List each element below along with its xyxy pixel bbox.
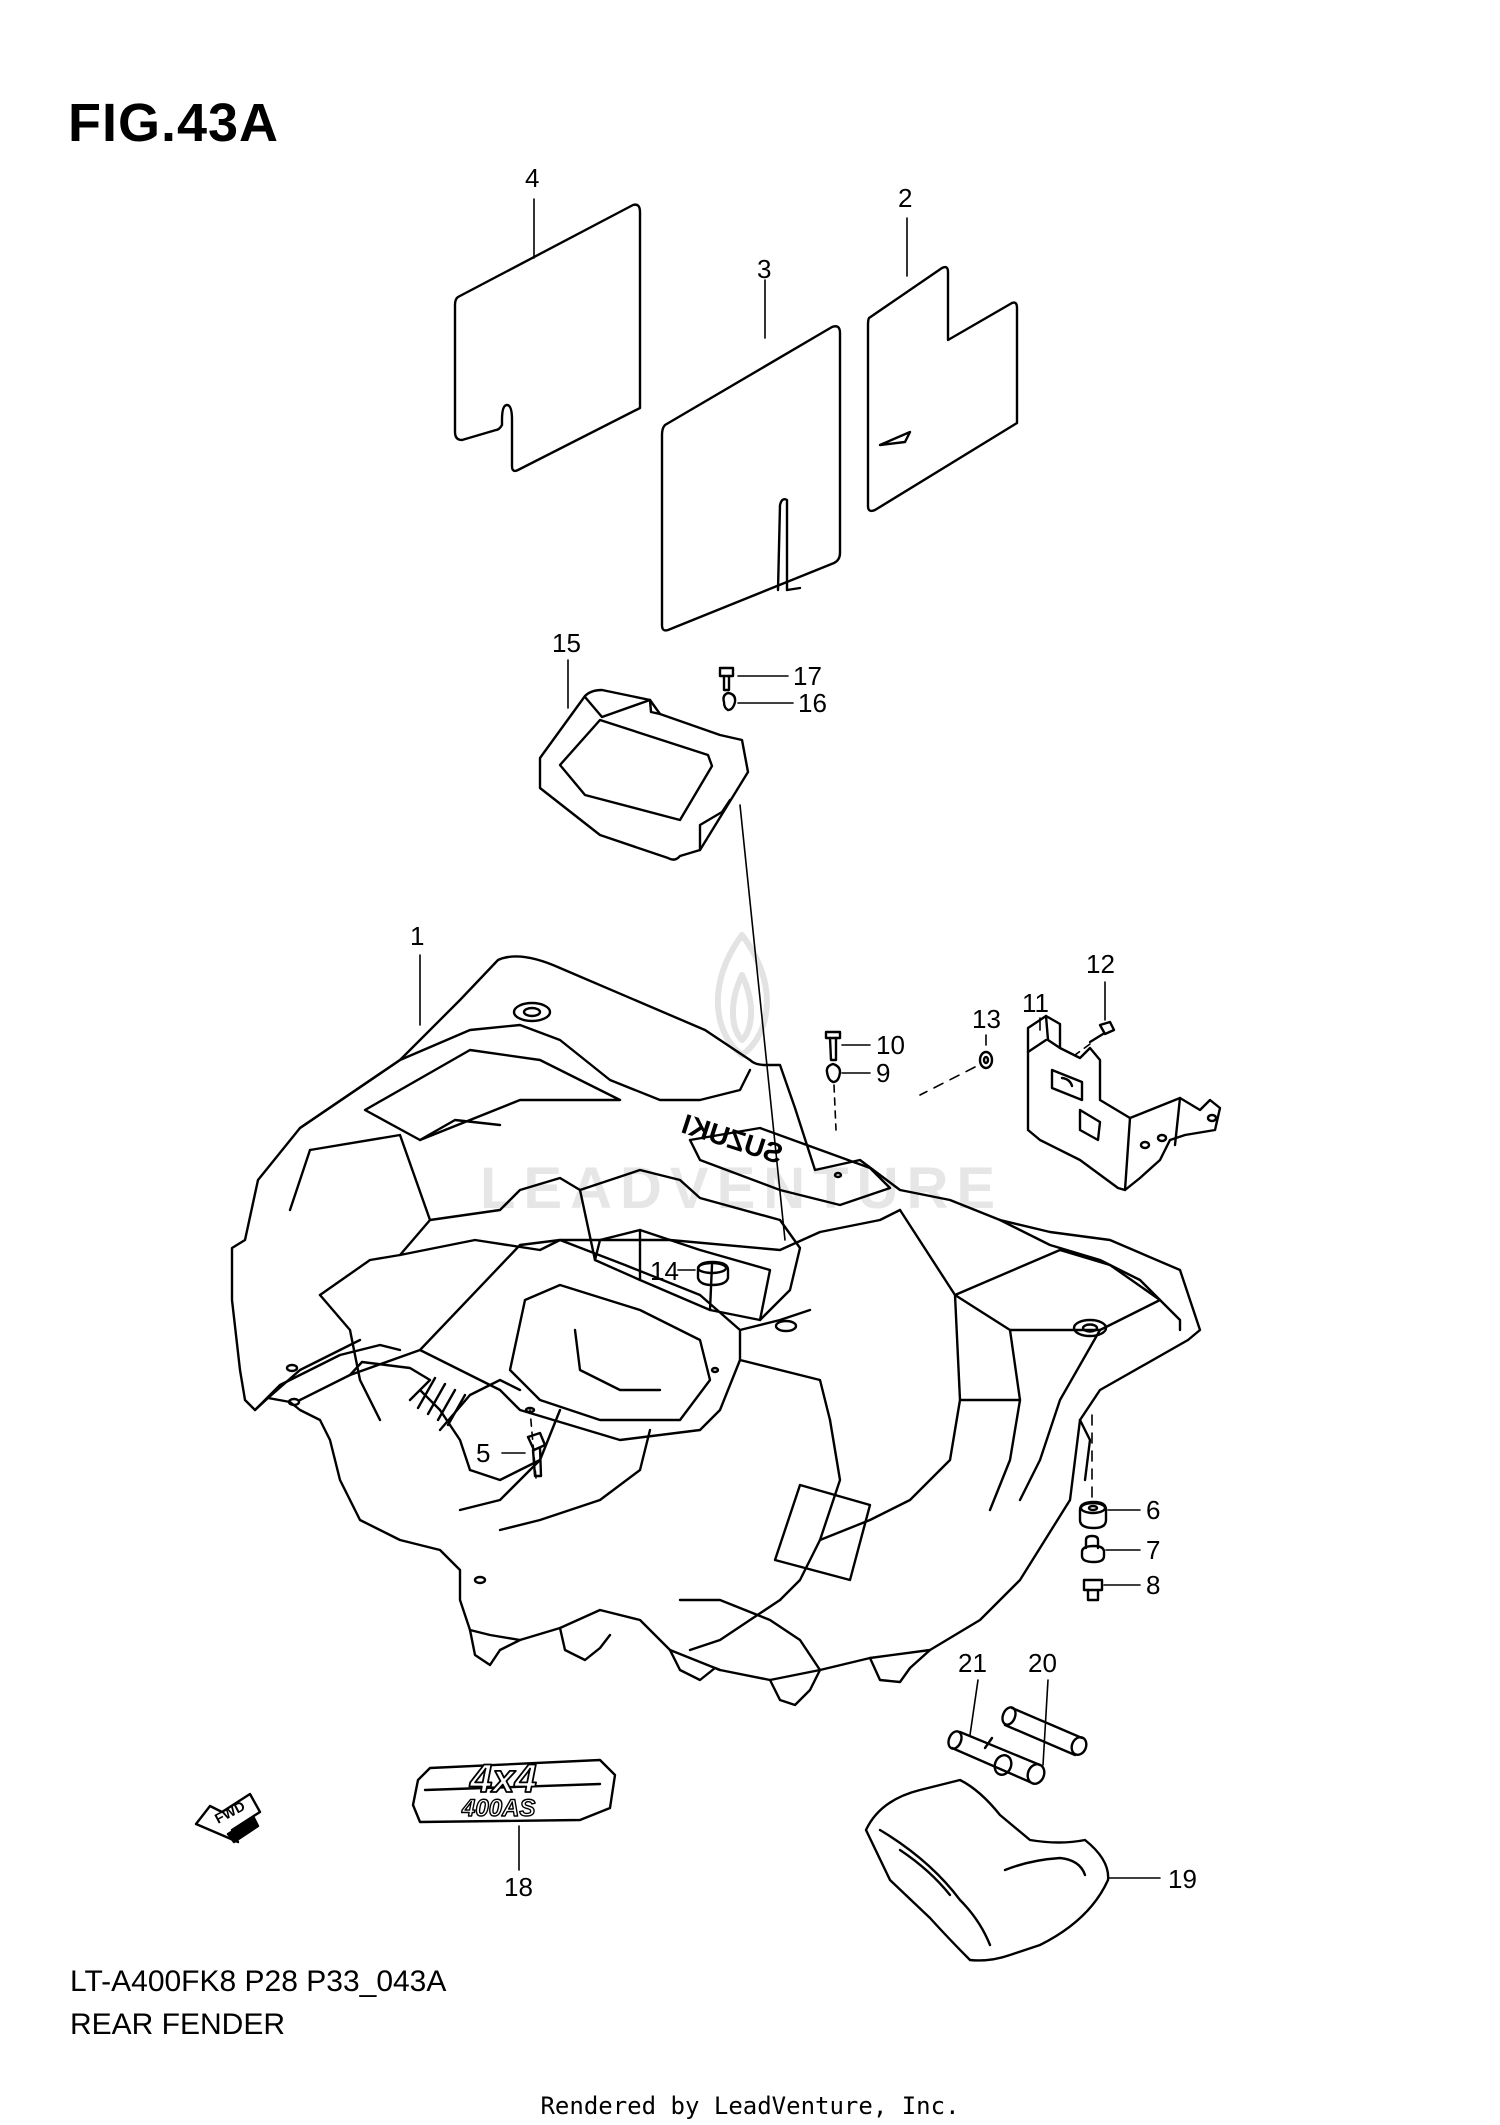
figure-code: LT-A400FK8 P28 P33_043A <box>70 1965 447 1998</box>
decal-18-big-text: 4x4 <box>469 1757 537 1801</box>
callout-12: 12 <box>1086 949 1115 979</box>
part-16-nut[interactable] <box>722 691 737 712</box>
part-6-cushion[interactable] <box>1078 1500 1108 1530</box>
callout-9: 9 <box>876 1058 890 1088</box>
part-8-bolt[interactable] <box>1082 1578 1104 1602</box>
figure-name: REAR FENDER <box>70 2008 286 2041</box>
decal-18-small-text: 400AS <box>461 1795 535 1822</box>
callout-numbers: 1 2 3 4 5 6 7 8 9 10 11 12 13 14 15 16 1… <box>410 163 1197 1902</box>
callout-3: 3 <box>757 254 771 284</box>
callout-5: 5 <box>476 1438 490 1468</box>
part-14-plug[interactable] <box>696 1260 730 1287</box>
callout-14: 14 <box>650 1256 679 1286</box>
part-12-screw[interactable] <box>1088 1020 1116 1044</box>
part-10-screw[interactable] <box>824 1030 842 1062</box>
part-3-sheet[interactable] <box>660 325 842 632</box>
part-20-pipe[interactable] <box>1000 1705 1089 1757</box>
callout-2: 2 <box>898 183 912 213</box>
assembly-line-13 <box>919 1066 976 1096</box>
fender-brand-text: SUZUKI <box>678 1108 787 1170</box>
figure-title: FIG.43A <box>68 93 280 153</box>
callout-15: 15 <box>552 628 581 658</box>
callout-17: 17 <box>793 661 822 691</box>
part-7-collar[interactable] <box>1080 1534 1106 1564</box>
callout-11: 11 <box>1022 988 1049 1018</box>
assembly-line-12 <box>1074 1043 1091 1056</box>
part-17-screw[interactable] <box>718 666 735 692</box>
callout-1: 1 <box>410 921 424 951</box>
fwd-arrow-icon <box>194 1792 262 1844</box>
assembly-line-5 <box>529 1409 537 1479</box>
part-19-bag[interactable] <box>864 1778 1110 1962</box>
part-2-sheet[interactable] <box>866 265 1019 513</box>
callout-20: 20 <box>1028 1648 1057 1678</box>
part-15-box-cover[interactable] <box>538 688 750 861</box>
part-18-decal[interactable] <box>411 1758 617 1824</box>
watermark-text: LEADVENTURE <box>480 1156 1004 1221</box>
render-credit: Rendered by LeadVenture, Inc. <box>540 2092 960 2120</box>
part-21-pipe[interactable] <box>946 1729 1047 1786</box>
part-1-rear-fender[interactable] <box>230 955 1202 1707</box>
assembly-line-15-14 <box>739 804 786 1241</box>
part-4-sheet[interactable] <box>453 203 642 473</box>
leader-lines <box>419 198 1161 1879</box>
callout-21: 21 <box>958 1648 987 1678</box>
callout-18: 18 <box>504 1872 533 1902</box>
part-13-washer[interactable] <box>978 1050 994 1070</box>
part-11-bracket[interactable] <box>1026 1014 1222 1192</box>
part-9-nut[interactable] <box>825 1062 842 1084</box>
callout-13: 13 <box>972 1004 1001 1034</box>
assembly-line-9-10 <box>833 1084 837 1131</box>
callout-4: 4 <box>525 163 539 193</box>
callout-10: 10 <box>876 1030 905 1060</box>
callout-8: 8 <box>1146 1570 1160 1600</box>
callout-16: 16 <box>798 688 827 718</box>
callout-7: 7 <box>1146 1535 1160 1565</box>
callout-19: 19 <box>1168 1864 1197 1894</box>
callout-6: 6 <box>1146 1495 1160 1525</box>
